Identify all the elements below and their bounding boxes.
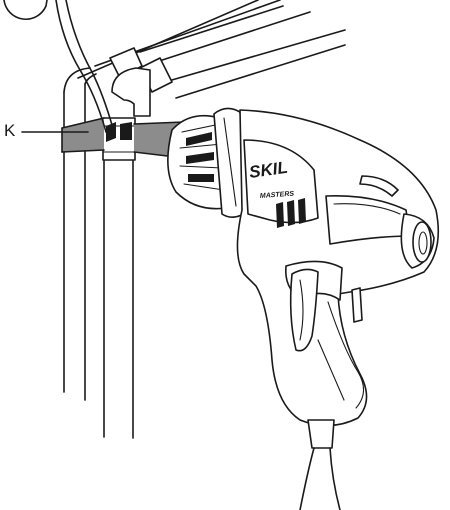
brand-model: MASTERS	[260, 191, 295, 200]
drill: SKIL MASTERS	[133, 107, 440, 510]
step-circle	[3, 0, 48, 20]
callout-label: K	[4, 121, 16, 140]
wire	[55, 0, 115, 133]
vent-slots	[276, 198, 306, 228]
pipe-frame	[61, 0, 346, 439]
callout-k: K	[4, 121, 89, 140]
